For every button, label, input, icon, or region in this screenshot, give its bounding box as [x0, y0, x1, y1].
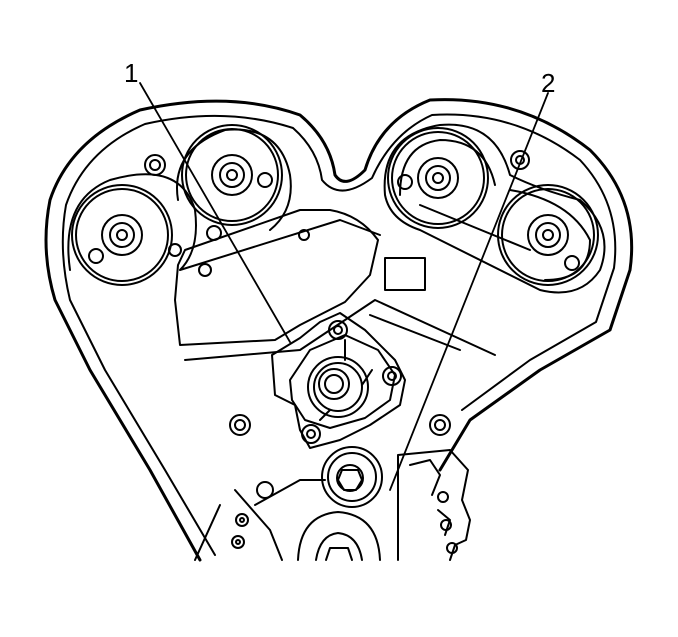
lower-body-line-b — [369, 314, 461, 351]
plate-hole-b — [198, 263, 212, 277]
cover-bolt-e — [429, 414, 451, 436]
callout-label-1: 1 — [124, 58, 139, 88]
lower-mid-line — [254, 479, 326, 506]
center-cover-plate — [174, 209, 379, 346]
left-belt-path — [67, 173, 381, 271]
left-front-cam-sprocket — [71, 184, 173, 286]
lower-body-line-a — [184, 299, 496, 361]
lower-left-bolts — [231, 513, 249, 549]
right-cam-bar — [419, 204, 531, 251]
callout-2-leader — [389, 92, 549, 491]
callout-label-2: 2 — [541, 68, 556, 98]
left-rear-cam-sprocket — [181, 124, 283, 241]
cover-bolt-d — [256, 481, 274, 499]
right-rear-cam-sprocket — [497, 184, 599, 286]
cover-bolt-c — [229, 414, 251, 436]
square-port — [384, 257, 426, 291]
left-bolt-a — [144, 154, 166, 176]
right-front-cam-sprocket — [387, 127, 489, 229]
lower-left-edge — [194, 489, 283, 561]
crankshaft-sprocket — [297, 511, 381, 561]
left-bolt-b — [168, 243, 182, 257]
tensioner-assembly — [271, 312, 406, 449]
idler-pulley — [321, 446, 383, 508]
callout-1-leader — [139, 82, 291, 343]
right-side-bracket — [397, 449, 471, 561]
timing-cover-outline — [44, 98, 634, 562]
right-bolt-a — [510, 150, 530, 170]
plate-hole-a — [298, 229, 310, 241]
timing-cover-inner-edge — [61, 113, 617, 556]
